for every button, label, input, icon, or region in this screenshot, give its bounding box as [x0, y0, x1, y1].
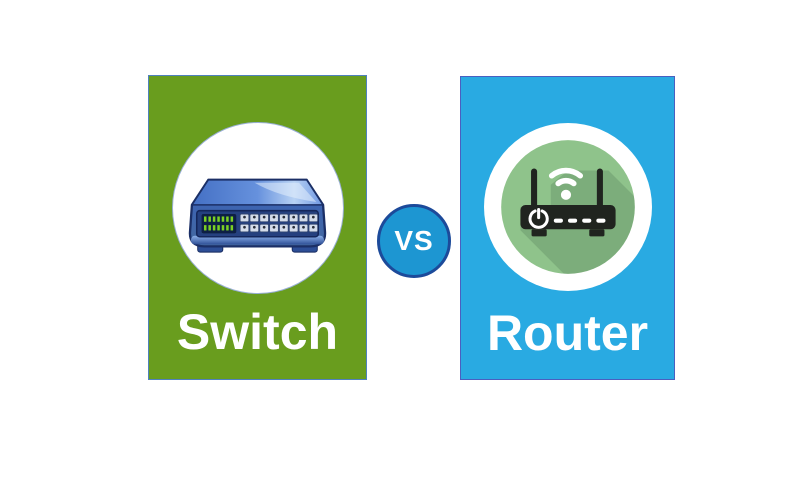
wifi-icon [548, 167, 584, 200]
router-feet [531, 229, 605, 237]
vs-label: VS [394, 225, 434, 256]
switch-card: Switch [148, 75, 367, 380]
network-switch-icon [188, 178, 327, 253]
router-antennas [531, 168, 603, 210]
power-icon [528, 208, 549, 229]
router-card: Router [460, 76, 675, 380]
switch-icon-circle [172, 122, 344, 294]
switch-led-block [201, 214, 237, 234]
vs-badge: VS [377, 204, 451, 278]
router-label: Router [486, 305, 649, 361]
wifi-router-icon [501, 140, 635, 274]
router-icon-circle [484, 123, 652, 291]
switch-label: Switch [176, 304, 339, 360]
router-indicator-dashes [553, 218, 606, 223]
